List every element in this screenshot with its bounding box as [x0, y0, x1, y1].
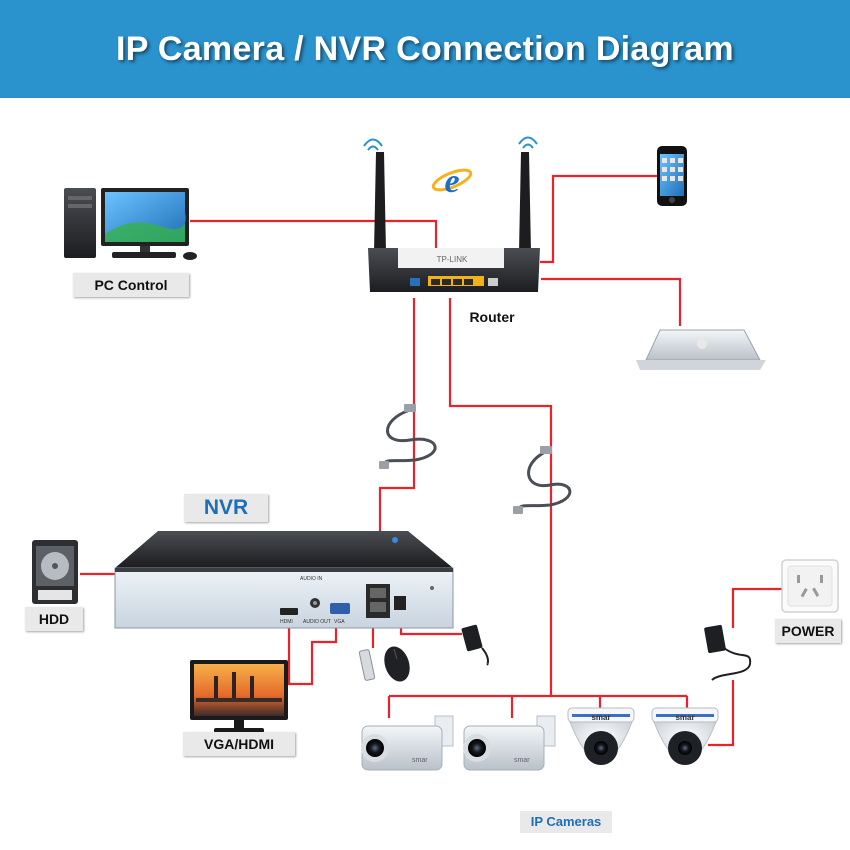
hdd-icon — [32, 540, 78, 604]
label-pc-control: PC Control — [73, 273, 189, 297]
nvr: AUDIO IN HDMI AUDIO OUT VGA — [114, 531, 454, 629]
camera-brand-1: smar — [412, 757, 428, 764]
bullet-camera-icon: smar — [463, 715, 556, 771]
usb-drive-icon — [358, 649, 376, 681]
nvr-hdmi-port — [280, 608, 298, 615]
wire-adapter-cameras — [708, 680, 735, 747]
mouse-icon — [384, 646, 410, 682]
router-brand: TP-LINK — [437, 255, 468, 264]
bullet-camera-icon: smar — [361, 715, 454, 771]
label-power: POWER — [775, 619, 841, 643]
dome-camera-icon: smar — [651, 707, 719, 765]
camera-brand-4: smar — [675, 713, 694, 722]
monitor-icon — [190, 660, 288, 733]
nvr-port-label-audio: AUDIO OUT — [303, 619, 331, 625]
svg-text:e: e — [444, 163, 459, 200]
label-vga-hdmi: VGA/HDMI — [183, 732, 295, 756]
wire-router-nvr — [378, 298, 416, 582]
wire-router-cameras — [448, 298, 553, 696]
wire-router-laptop — [541, 277, 682, 326]
smartphone-icon — [657, 146, 687, 206]
router-antenna-left — [374, 152, 386, 252]
connection-diagram: TP-LINK e — [32, 136, 839, 771]
nvr-port-label-vga: VGA — [334, 619, 345, 625]
title-banner — [0, 0, 850, 98]
router: TP-LINK — [363, 136, 540, 292]
page-title: IP Camera / NVR Connection Diagram — [116, 30, 734, 68]
label-router: Router — [469, 309, 515, 325]
router-antenna-right — [519, 152, 531, 252]
camera-brand-2: smar — [514, 757, 530, 764]
dome-camera-icon: smar — [567, 707, 635, 765]
wire-nvr-monitor — [287, 622, 338, 686]
connection-wires — [80, 174, 782, 747]
label-hdd: HDD — [25, 607, 83, 631]
pc-icon — [64, 188, 197, 260]
nvr-audio-in-label: AUDIO IN — [300, 576, 323, 582]
laptop-icon — [636, 329, 766, 370]
wall-socket-icon — [781, 559, 839, 613]
label-ip-cameras: IP Cameras — [520, 811, 612, 833]
wire-router-phone — [540, 174, 660, 264]
camera-brand-3: smar — [591, 713, 610, 722]
wifi-icon — [363, 136, 538, 151]
nvr-port-label-hdmi: HDMI — [280, 619, 293, 625]
label-nvr: NVR — [184, 494, 268, 522]
ie-browser-icon: e — [431, 163, 473, 200]
ethernet-cable-icon — [382, 408, 572, 511]
nvr-vga-port — [330, 603, 350, 614]
wire-socket-adapter — [731, 587, 782, 628]
power-adapter-icon — [461, 624, 752, 681]
